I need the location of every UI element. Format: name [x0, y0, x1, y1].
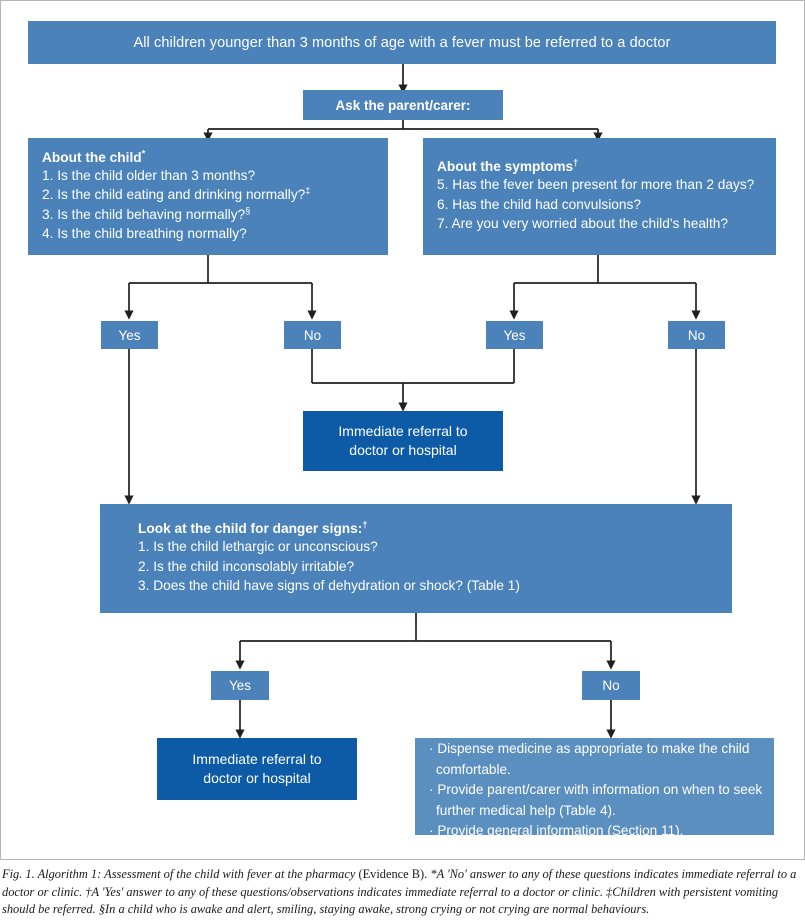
caption-note-ddagger: ‡Children with persistent vomiting shoul… [2, 884, 779, 917]
danger-signs-q3: 3. Does the child have signs of dehydrat… [138, 576, 732, 596]
ask-parent-label: Ask the parent/carer: [335, 97, 471, 113]
q-num: 1. [42, 167, 54, 183]
q-text: Does the child have signs of dehydration… [153, 578, 520, 594]
q-num: 2. [42, 187, 54, 202]
about-child-q1: 1. Is the child older than 3 months? [42, 166, 374, 186]
decision-label: No [602, 678, 620, 693]
advice-bullet-text: Provide parent/carer with information on… [436, 782, 763, 818]
advice-box: · Dispense medicine as appropriate to ma… [415, 738, 774, 838]
q-marker: ‡ [305, 185, 311, 196]
advice-bullet-text: Dispense medicine as appropriate to make… [436, 741, 750, 777]
advice-bullet-2: · Provide parent/carer with information … [429, 782, 763, 818]
about-symptoms-q5: 5. Has the fever been present for more t… [437, 175, 762, 195]
decision-yes-danger: Yes [211, 671, 269, 700]
about-symptoms-q7: 7. Are you very worried about the child'… [437, 214, 762, 234]
decision-label: No [303, 327, 322, 343]
decision-no-child: No [284, 321, 341, 349]
q-num: 3. [42, 206, 54, 222]
decision-no-symptoms: No [668, 321, 725, 349]
about-symptoms-heading-text: About the symptoms [437, 159, 574, 175]
referral-line-1: Immediate referral to [192, 751, 322, 767]
advice-bullet-1: · Dispense medicine as appropriate to ma… [429, 741, 750, 777]
q-text: Is the child behaving normally? [57, 206, 246, 222]
referral-line-1: Immediate referral to [338, 423, 468, 439]
ask-parent-box: Ask the parent/carer: [303, 90, 503, 120]
danger-signs-heading-marker: † [362, 519, 368, 530]
q-text: Has the child had convulsions? [452, 196, 641, 212]
danger-signs-box: Look at the child for danger signs:† 1. … [100, 504, 732, 613]
q-marker: § [245, 204, 251, 215]
figure-caption: Fig. 1. Algorithm 1: Assessment of the c… [0, 866, 805, 919]
about-child-heading-text: About the child [42, 149, 142, 165]
referral-line-2: doctor or hospital [349, 442, 457, 458]
about-child-q4: 4. Is the child breathing normally? [42, 224, 374, 244]
q-text: Is the child older than 3 months? [57, 167, 256, 183]
q-text: Is the child lethargic or unconscious? [153, 539, 378, 555]
about-symptoms-heading: About the symptoms† [437, 157, 762, 175]
q-num: 2. [138, 558, 150, 574]
q-text: Is the child eating and drinking normall… [57, 187, 306, 202]
caption-label: Fig. 1. Algorithm 1: [2, 867, 102, 881]
about-symptoms-q6: 6. Has the child had convulsions? [437, 195, 762, 215]
top-banner: All children younger than 3 months of ag… [28, 21, 776, 64]
q-text: Has the fever been present for more than… [452, 177, 755, 193]
decision-label: No [687, 327, 706, 343]
caption-evidence: (Evidence B). [358, 867, 428, 881]
flowchart-connectors [124, 64, 701, 739]
decision-label: Yes [228, 678, 252, 693]
q-num: 3. [138, 578, 150, 594]
caption-title: Assessment of the child with fever at th… [104, 867, 356, 881]
about-child-box: About the child* 1. Is the child older t… [28, 138, 388, 255]
caption-note-dagger: †A 'Yes' answer to any of these question… [85, 884, 603, 899]
q-text: Is the child breathing normally? [57, 226, 247, 241]
danger-signs-q1: 1. Is the child lethargic or unconscious… [138, 537, 732, 557]
danger-signs-heading-text: Look at the child for danger signs: [138, 521, 363, 537]
danger-signs-heading: Look at the child for danger signs:† [138, 519, 732, 537]
decision-yes-child: Yes [101, 321, 158, 349]
top-banner-text: All children younger than 3 months of ag… [133, 34, 671, 51]
q-num: 5. [437, 177, 449, 193]
q-num: 6. [437, 196, 449, 212]
decision-no-danger: No [582, 671, 640, 700]
danger-signs-q2: 2. Is the child inconsolably irritable? [138, 557, 732, 577]
about-child-q3: 3. Is the child behaving normally?§ [42, 205, 374, 225]
decision-label: Yes [118, 327, 141, 343]
about-child-q2: 2. Is the child eating and drinking norm… [42, 185, 374, 205]
caption-note-star: *A 'No' answer to any of these questions… [2, 867, 797, 899]
referral-line-2: doctor or hospital [203, 770, 311, 786]
q-num: 4. [42, 226, 54, 241]
decision-label: Yes [503, 327, 526, 343]
immediate-referral-middle: Immediate referral to doctor or hospital [303, 411, 503, 471]
about-child-heading-marker: * [141, 147, 146, 158]
advice-bullet-text: Provide general information (Section 11)… [437, 823, 684, 839]
caption-note-section: §In a child who is awake and alert, smil… [98, 902, 650, 917]
q-num: 1. [138, 539, 150, 555]
q-text: Are you very worried about the child's h… [451, 216, 729, 232]
about-symptoms-heading-marker: † [573, 157, 579, 168]
figure-panel: All children younger than 3 months of ag… [0, 0, 805, 860]
decision-yes-symptoms: Yes [486, 321, 543, 349]
q-text: Is the child inconsolably irritable? [153, 558, 355, 574]
about-child-heading: About the child* [42, 147, 374, 165]
immediate-referral-bottom: Immediate referral to doctor or hospital [157, 738, 357, 800]
q-num: 7. [437, 216, 449, 232]
advice-bullet-3: · Provide general information (Section 1… [429, 823, 684, 839]
about-symptoms-box: About the symptoms† 5. Has the fever bee… [423, 138, 776, 255]
